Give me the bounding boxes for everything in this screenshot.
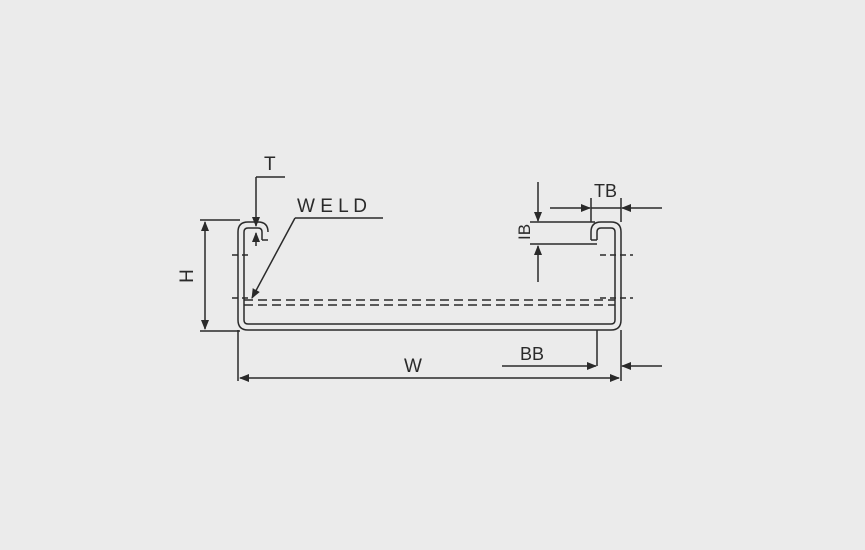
label-ib: IB bbox=[515, 224, 534, 240]
label-bb: BB bbox=[520, 344, 544, 364]
channel-outer-profile bbox=[237, 221, 622, 331]
weld-leader-diagonal bbox=[251, 217, 296, 299]
label-w: W bbox=[404, 356, 422, 377]
label-weld: W E L D bbox=[297, 196, 367, 217]
label-tb: TB bbox=[594, 181, 617, 201]
label-h: H bbox=[177, 269, 198, 283]
channel-inner-profile bbox=[243, 227, 616, 325]
label-t: T bbox=[264, 154, 276, 175]
